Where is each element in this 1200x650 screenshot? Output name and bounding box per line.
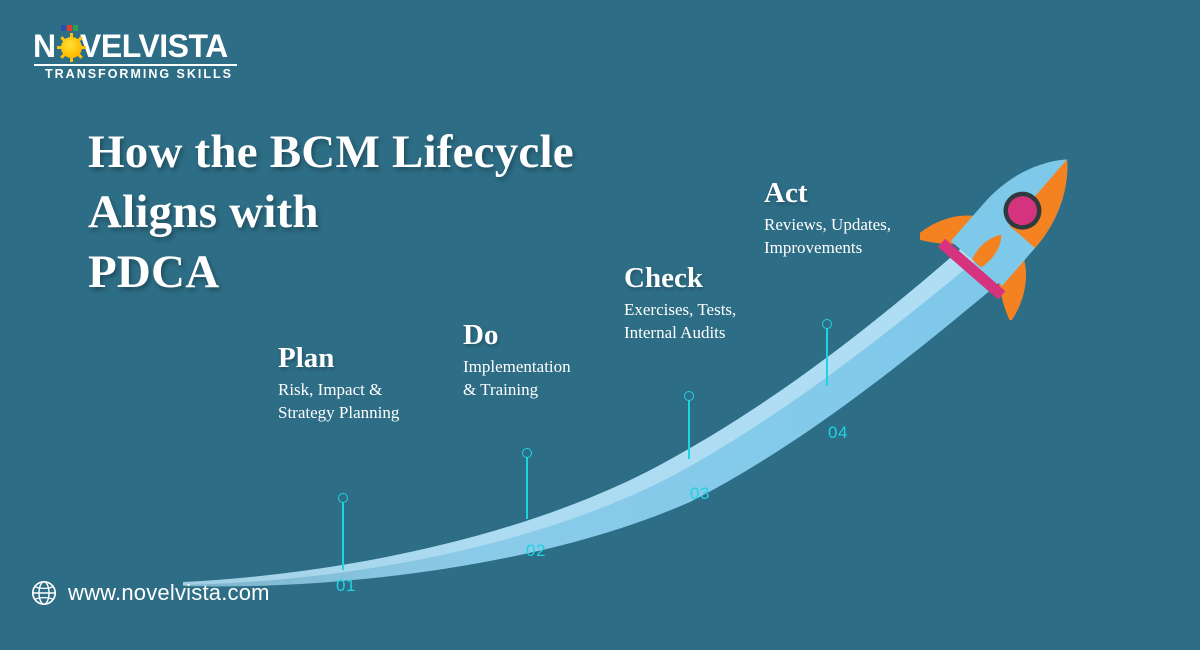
marker-number-03: 03 xyxy=(690,484,710,503)
stage-do-title: Do xyxy=(463,319,499,351)
stage-do-description: Implementation & Training xyxy=(463,357,571,399)
marker-number-01: 01 xyxy=(336,576,356,595)
novelvista-logo[interactable]: NOVELVISTA TRANSFORMING SKILLS xyxy=(33,25,238,81)
rocket-window xyxy=(1007,196,1037,226)
marker-stem xyxy=(826,328,828,386)
logo-wordmark: NOVELVISTA xyxy=(33,29,228,63)
stage-act-description: Reviews, Updates, Improvements xyxy=(764,215,892,257)
logo-color-squares-icon xyxy=(61,25,78,31)
stage-plan-description: Risk, Impact & Strategy Planning xyxy=(278,380,400,422)
logo-divider xyxy=(34,64,237,66)
stage-plan-title: Plan xyxy=(278,342,335,374)
marker-stem xyxy=(342,502,344,570)
stage-check-description: Exercises, Tests, Internal Audits xyxy=(624,300,737,342)
footer-url-text: www.novelvista.com xyxy=(68,580,270,605)
stage-check[interactable]: Check Exercises, Tests, Internal Audits xyxy=(624,261,736,344)
stage-act[interactable]: Act Reviews, Updates, Improvements xyxy=(764,176,891,259)
marker-number-04: 04 xyxy=(828,423,848,442)
rocket-band xyxy=(937,238,1006,300)
page-title-line-2: Aligns with xyxy=(88,186,319,238)
stage-check-title: Check xyxy=(624,262,703,294)
footer-website[interactable]: www.novelvista.com xyxy=(31,580,270,606)
stage-do[interactable]: Do Implementation & Training xyxy=(463,318,571,401)
page-title: How the BCM Lifecycle Aligns with PDCA xyxy=(88,122,708,302)
stage-plan[interactable]: Plan Risk, Impact & Strategy Planning xyxy=(278,341,399,424)
rocket-flame-detail xyxy=(972,234,1002,268)
marker-stem xyxy=(526,457,528,519)
logo-tagline: TRANSFORMING SKILLS xyxy=(45,67,233,81)
logo-word-post: VELVISTA xyxy=(80,28,228,64)
marker-number-02: 02 xyxy=(526,541,546,560)
marker-stem xyxy=(688,400,690,459)
page-title-line-1: How the BCM Lifecycle xyxy=(88,126,574,178)
page-title-line-3: PDCA xyxy=(88,246,220,298)
logo-word-pre: N xyxy=(33,28,56,64)
rocket-icon xyxy=(920,159,1068,320)
globe-icon xyxy=(31,580,57,606)
sun-icon xyxy=(58,33,85,62)
stage-act-title: Act xyxy=(764,177,808,209)
